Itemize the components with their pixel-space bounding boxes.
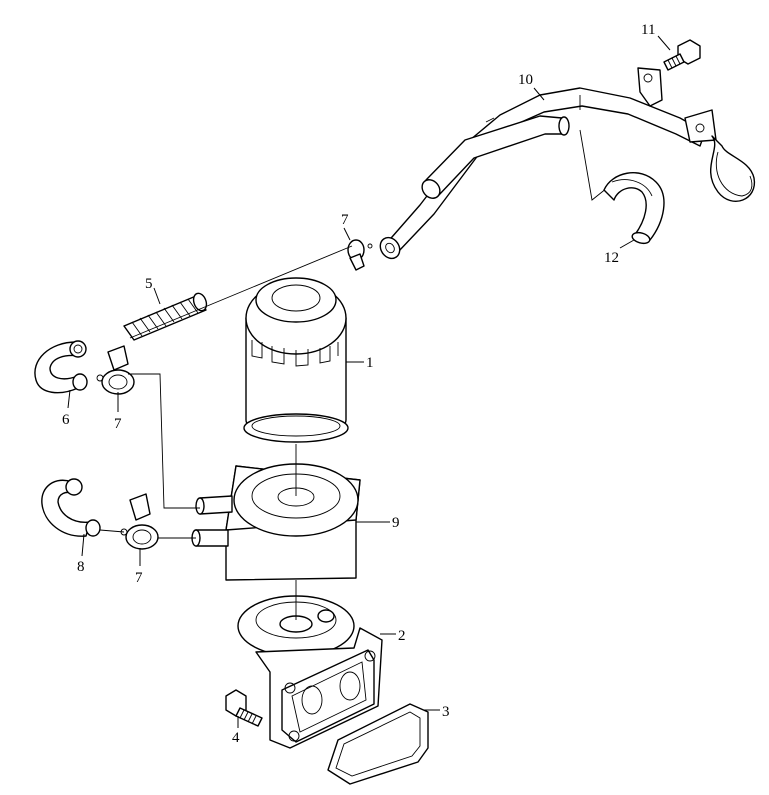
callout-8: 8 — [77, 559, 85, 575]
callout-7-lower: 7 — [135, 570, 143, 586]
oil-cooler — [191, 463, 361, 581]
callout-5: 5 — [145, 276, 153, 292]
hose-clamp-7-middle — [96, 345, 135, 395]
bracket-gasket — [327, 703, 429, 785]
bracket-bolt-4 — [225, 689, 263, 727]
callout-1: 1 — [366, 355, 374, 371]
coolant-pipe — [379, 67, 755, 260]
coolant-hose-12 — [603, 172, 665, 245]
pipe-bolt-11 — [663, 39, 701, 71]
callout-7-upper: 7 — [341, 212, 349, 228]
callout-6: 6 — [62, 412, 70, 428]
assembly-lines — [99, 245, 353, 620]
callout-4: 4 — [232, 730, 240, 746]
callout-3: 3 — [442, 704, 450, 720]
callout-7-middle: 7 — [114, 416, 122, 432]
leader-lines — [67, 35, 671, 728]
coolant-hose-6 — [34, 340, 88, 394]
hose-spring-5 — [123, 292, 208, 341]
callouts: 1 2 3 4 5 6 7 7 7 8 9 10 11 12 — [62, 22, 655, 746]
hose-clamp-7-upper — [347, 239, 373, 271]
hose-clamp-7-lower — [120, 493, 159, 550]
coolant-hose-8 — [41, 478, 101, 537]
callout-10: 10 — [518, 72, 533, 88]
callout-9: 9 — [392, 515, 400, 531]
oil-filter-bracket — [237, 595, 383, 749]
oil-filter — [243, 277, 349, 443]
callout-2: 2 — [398, 628, 406, 644]
callout-12: 12 — [604, 250, 619, 266]
callout-11: 11 — [641, 22, 655, 38]
